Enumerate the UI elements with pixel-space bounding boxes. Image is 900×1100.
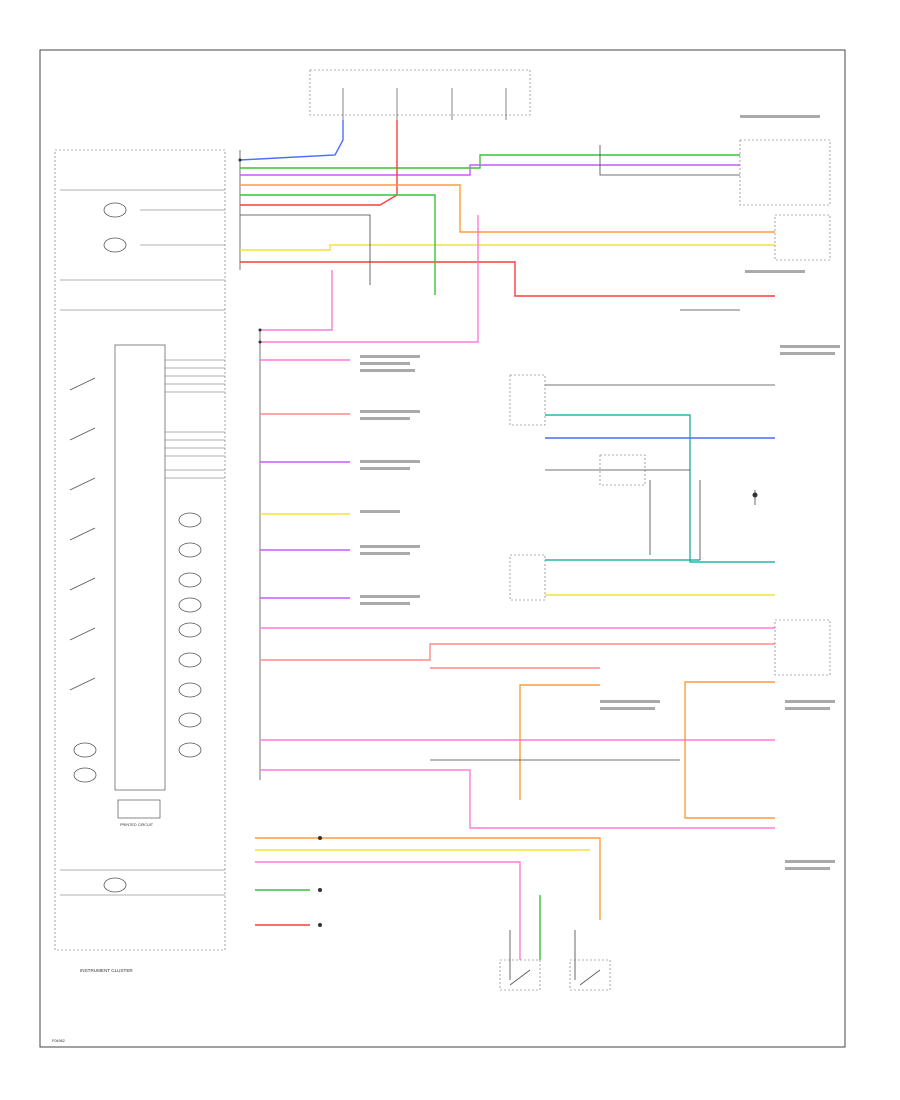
wire-blue-top: [239, 120, 344, 161]
wire-red-bus: [240, 261, 775, 297]
wire-green-top: [240, 154, 740, 169]
wire-bottom-orange: [255, 837, 601, 920]
instrument-cluster-label: INSTRUMENT CLUSTER: [80, 968, 133, 973]
colored-wires: [239, 120, 775, 960]
wire-orange-2: [519, 684, 600, 800]
cluster-switches: [69, 377, 96, 691]
cluster-circuit-board: [114, 344, 166, 791]
instrument-cluster-box: [54, 149, 226, 951]
wire-bottom-pink: [255, 861, 521, 960]
wire-yellow: [240, 244, 775, 251]
wire-orange-3: [684, 681, 775, 819]
wire-teal: [545, 414, 775, 563]
cluster-connector: [117, 799, 161, 819]
wire-salmon-long: [260, 643, 775, 661]
cluster-gauges: [73, 202, 202, 893]
wire-pink-feed-2: [260, 215, 479, 343]
junction-dots: [238, 158, 758, 927]
top-fuse-block: [309, 69, 531, 120]
wire-pink-4: [260, 769, 775, 829]
wire-green-down: [240, 194, 436, 295]
neutral-wires: [240, 145, 775, 980]
wire-orange-top: [240, 184, 775, 233]
wire-pink-feed: [260, 270, 333, 331]
outer-border: [39, 49, 846, 1048]
right-modules: [509, 139, 831, 676]
bottom-switches: [499, 959, 611, 991]
wire-red-main: [240, 120, 398, 206]
cluster-internal-wires: [60, 189, 225, 896]
wire-violet-top: [240, 164, 740, 176]
footer-code: F04962: [52, 1039, 65, 1043]
text-blocks: [360, 115, 840, 870]
printed-circuit-label: PRINTED CIRCUIT: [120, 823, 154, 827]
